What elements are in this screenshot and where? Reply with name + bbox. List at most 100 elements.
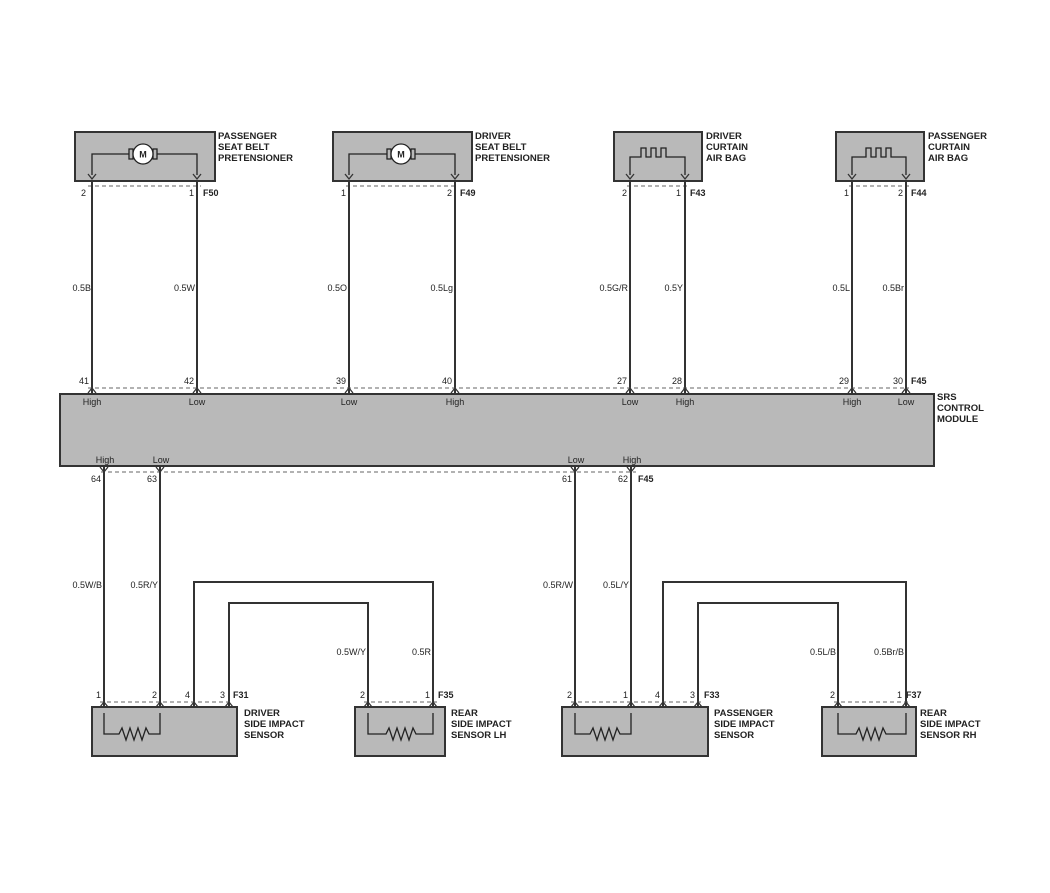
signal-level-label: Low: [898, 397, 915, 407]
pin-label: 41: [79, 376, 89, 386]
pin-label: 2: [152, 690, 157, 700]
pin-label: 1: [676, 188, 681, 198]
terminal-marker: [901, 700, 911, 708]
wire-label: 0.5W/B: [72, 580, 102, 590]
top-wires: [91, 181, 907, 394]
passenger-side-sensor-resistor-icon: [574, 713, 632, 743]
pin-label: 29: [839, 376, 849, 386]
wire-label: 0.5B: [72, 283, 91, 293]
terminal-marker: [155, 700, 165, 708]
pin-label: 40: [442, 376, 452, 386]
pin-label: 42: [184, 376, 194, 386]
motor-symbol-label: M: [139, 150, 147, 160]
passenger-side-impact-sensor-label: PASSENGER SIDE IMPACT SENSOR: [714, 708, 777, 741]
rear-side-impact-sensor-rh-label: REAR SIDE IMPACT SENSOR RH: [920, 708, 983, 741]
driver-side-impact-sensor-label: DRIVER SIDE IMPACT SENSOR: [244, 708, 307, 741]
connector-f43-label: F43: [690, 188, 706, 198]
terminal-marker: [189, 700, 199, 708]
signal-level-label: Low: [622, 397, 639, 407]
terminal-marker: [626, 700, 636, 708]
pin-label: 3: [690, 690, 695, 700]
terminal-marker: [847, 386, 857, 394]
driver-side-sensor-box: [91, 706, 238, 757]
pin-label: 30: [893, 376, 903, 386]
passenger-side-sensor-box: [561, 706, 709, 757]
signal-level-label: Low: [189, 397, 206, 407]
pin-label: 2: [830, 690, 835, 700]
pin-label: 2: [447, 188, 452, 198]
wire-label: 0.5L/B: [810, 647, 836, 657]
passenger-pretensioner-label: PASSENGER SEAT BELT PRETENSIONER: [218, 131, 293, 164]
srs-control-module-box: [59, 393, 935, 467]
terminal-marker: [450, 386, 460, 394]
terminal-marker: [450, 173, 460, 181]
connector-f45-top-label: F45: [911, 376, 927, 386]
wire-0-5br-b: [662, 581, 907, 707]
terminal-marker: [625, 386, 635, 394]
connector-f50-label: F50: [203, 188, 219, 198]
terminal-marker: [693, 700, 703, 708]
pin-label: 4: [185, 690, 190, 700]
pin-label: 2: [567, 690, 572, 700]
terminal-marker: [428, 700, 438, 708]
signal-level-label: Low: [153, 455, 170, 465]
terminal-marker: [192, 386, 202, 394]
pin-label: 3: [220, 690, 225, 700]
wire-label: 0.5R/W: [543, 580, 574, 590]
signal-level-label: Low: [568, 455, 585, 465]
pin-label: 1: [189, 188, 194, 198]
terminal-marker: [344, 386, 354, 394]
terminal-marker: [87, 173, 97, 181]
rear-side-impact-sensor-lh-label: REAR SIDE IMPACT SENSOR LH: [451, 708, 514, 741]
pin-label: 2: [622, 188, 627, 198]
terminal-marker: [901, 173, 911, 181]
pin-label: 4: [655, 690, 660, 700]
pin-label: 2: [81, 188, 86, 198]
terminal-marker: [192, 173, 202, 181]
wire-label: 0.5W/Y: [336, 647, 366, 657]
pin-label: 61: [562, 474, 572, 484]
connector-f37-label: F37: [906, 690, 922, 700]
wire-label: 0.5Lg: [430, 283, 453, 293]
connector-f33-label: F33: [704, 690, 720, 700]
rear-sensor-lh-resistor-icon: [367, 713, 434, 743]
connector-f45-bottom-label: F45: [638, 474, 654, 484]
terminal-marker: [626, 466, 636, 474]
driver-side-sensor-resistor-icon: [103, 713, 161, 743]
terminal-marker: [680, 386, 690, 394]
rear-sensor-lh-box: [354, 706, 446, 757]
pin-label: 1: [341, 188, 346, 198]
connector-f31-label: F31: [233, 690, 249, 700]
driver-curtain-squib-icon: [629, 147, 686, 175]
terminal-marker: [680, 173, 690, 181]
pin-label: 1: [96, 690, 101, 700]
passenger-pretensioner-motor-icon: M: [91, 143, 198, 175]
terminal-marker: [570, 700, 580, 708]
wire-label: 0.5Br/B: [874, 647, 904, 657]
terminal-marker: [847, 173, 857, 181]
pin-label: 1: [844, 188, 849, 198]
motor-symbol-label: M: [397, 150, 405, 160]
terminal-marker: [833, 700, 843, 708]
driver-pretensioner-motor-icon: M: [348, 143, 456, 175]
pin-label: 62: [618, 474, 628, 484]
bottom-wires: [103, 466, 907, 707]
connector-f35-label: F35: [438, 690, 454, 700]
terminal-marker: [155, 466, 165, 474]
terminal-marker: [87, 386, 97, 394]
passenger-curtain-squib-icon: [851, 147, 907, 175]
rear-sensor-rh-resistor-icon: [837, 713, 907, 743]
terminal-marker: [99, 700, 109, 708]
pin-label: 64: [91, 474, 101, 484]
terminal-marker: [224, 700, 234, 708]
terminal-marker: [570, 466, 580, 474]
wire-0-5r: [193, 581, 434, 707]
wire-label: 0.5G/R: [599, 283, 628, 293]
wire-0-5l-b: [697, 602, 839, 707]
pin-label: 39: [336, 376, 346, 386]
terminal-marker: [658, 700, 668, 708]
connector-terminals: [87, 173, 911, 708]
pin-label: 2: [898, 188, 903, 198]
